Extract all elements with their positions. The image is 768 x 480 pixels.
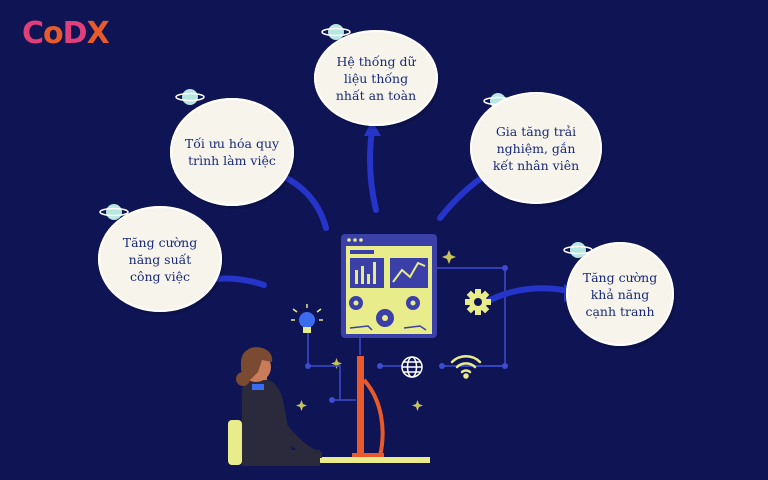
logo-letter-x: X (86, 16, 110, 51)
monitor-stand (352, 356, 385, 457)
arrow-to-he-thong (366, 127, 379, 213)
logo-letter-o: o (43, 16, 64, 51)
wifi-icon (450, 355, 482, 379)
logo-letter-c: C (22, 16, 44, 51)
star-decorations (296, 250, 456, 411)
person-figure (228, 347, 322, 466)
circuit-nodes (305, 265, 508, 403)
planet-icon (175, 89, 205, 105)
bubble-tang-cuong-nang-suat: Tăng cường năng suất công việc (98, 206, 222, 312)
bubble-tang-cuong-canh-tranh: Tăng cường khả năng cạnh tranh (566, 242, 674, 346)
desk (300, 457, 430, 463)
bubble-tang-cuong-nang-suat-text: Tăng cường năng suất công việc (122, 234, 198, 284)
bubble-he-thong-text: Hệ thống dữ liệu thống nhất an toàn (335, 53, 417, 103)
monitor-icon (341, 234, 437, 338)
bubble-toi-uu-text: Tối ưu hóa quy trình làm việc (184, 136, 280, 168)
codx-logo: CoDX (22, 14, 110, 54)
lightbulb-icon (291, 304, 323, 333)
arrow-to-tang-cuong-canh-tranh (487, 285, 575, 303)
bubble-gia-tang-text: Gia tăng trải nghiệm, gắn kết nhân viên (492, 123, 580, 173)
bubble-gia-tang: Gia tăng trải nghiệm, gắn kết nhân viên (470, 92, 602, 204)
globe-icon (401, 356, 423, 378)
logo-letter-d: D (62, 16, 88, 51)
planet-icon (99, 204, 129, 220)
bubble-tang-cuong-canh-tranh-text: Tăng cường khả năng cạnh tranh (582, 269, 658, 319)
planet-icon (321, 24, 351, 40)
bubble-toi-uu: Tối ưu hóa quy trình làm việc (170, 98, 294, 206)
bubble-he-thong: Hệ thống dữ liệu thống nhất an toàn (314, 30, 438, 126)
gear-icon (465, 289, 491, 315)
